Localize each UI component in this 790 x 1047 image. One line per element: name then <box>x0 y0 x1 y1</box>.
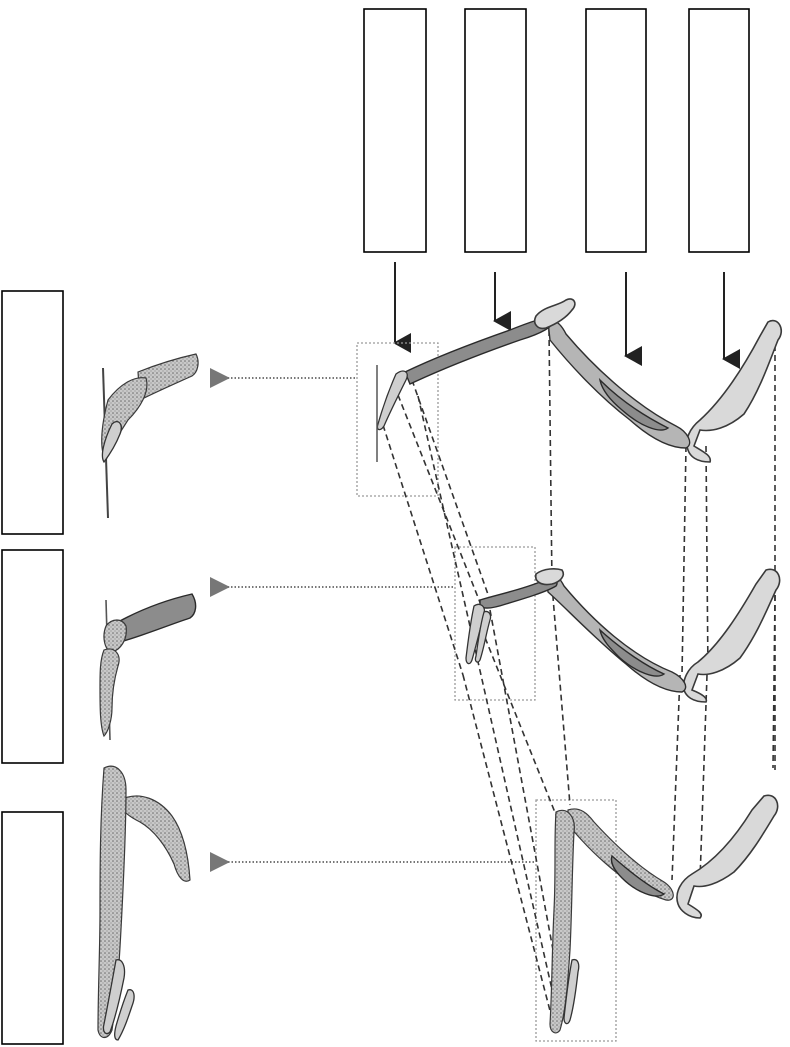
carpal-bones <box>533 298 576 330</box>
autopod-close-up-3 <box>97 765 191 1041</box>
corr-line <box>772 594 776 769</box>
forelimb-row-1 <box>376 298 783 463</box>
digit-bone <box>474 610 492 663</box>
zoom-box-row-3 <box>535 799 617 1042</box>
close-up-forearm <box>119 795 191 882</box>
top-label-box-2 <box>464 8 527 253</box>
zoom-box-row-1 <box>356 342 439 497</box>
corr-line <box>397 394 484 611</box>
humerus-bone <box>682 568 781 703</box>
zoom-box-row-2 <box>454 546 536 701</box>
left-label-boxes <box>1 290 64 1045</box>
close-up-metacarpal <box>117 593 197 643</box>
top-label-box-1 <box>363 8 427 253</box>
corr-line <box>671 674 681 881</box>
close-up-digit <box>101 420 122 464</box>
corr-line <box>411 379 491 601</box>
corr-line <box>705 445 709 676</box>
down-arrows <box>393 262 740 369</box>
ulna-shading <box>598 377 670 431</box>
autopod-close-up-1 <box>101 353 199 519</box>
corr-line <box>699 674 708 881</box>
ulna-shading <box>610 854 666 897</box>
metacarpal-bone <box>404 318 554 385</box>
manus-bones <box>549 809 575 1034</box>
radius-ulna-bone <box>547 320 691 449</box>
corr-line <box>382 424 464 676</box>
left-arrows <box>210 368 534 872</box>
close-up-manus <box>97 765 127 1039</box>
close-up-digit <box>102 959 126 1035</box>
corr-line <box>681 445 687 676</box>
forelimb-row-3 <box>549 794 779 1034</box>
humerus-bone <box>685 319 783 463</box>
digit-bone <box>563 958 580 1025</box>
autopod-close-up-2 <box>99 593 197 741</box>
correspondence-lines <box>382 325 776 1031</box>
digit-bone <box>465 603 486 665</box>
close-up-digits <box>99 648 120 738</box>
left-label-box-2 <box>1 549 64 764</box>
metacarpal-bone <box>479 579 558 609</box>
carpal-bones <box>534 568 565 586</box>
close-up-wrist <box>103 619 127 653</box>
radius-ulna-bone <box>545 573 687 693</box>
corr-line <box>462 674 556 1031</box>
top-label-box-3 <box>585 8 647 253</box>
close-up-metacarpal <box>137 353 199 401</box>
humerus-bone <box>676 794 779 919</box>
left-label-box-3 <box>1 811 64 1045</box>
digit-bone <box>376 370 408 431</box>
radius-ulna-bone <box>567 808 674 901</box>
left-label-box-1 <box>1 290 64 535</box>
forelimb-row-2 <box>465 568 781 703</box>
top-label-box-4 <box>688 8 750 253</box>
corr-line <box>548 329 553 586</box>
close-up-digit <box>114 989 135 1041</box>
top-label-boxes <box>363 8 750 253</box>
ulna-shading <box>598 628 666 677</box>
corr-line <box>551 584 571 806</box>
corr-line <box>473 609 563 831</box>
corr-line <box>417 395 561 1026</box>
